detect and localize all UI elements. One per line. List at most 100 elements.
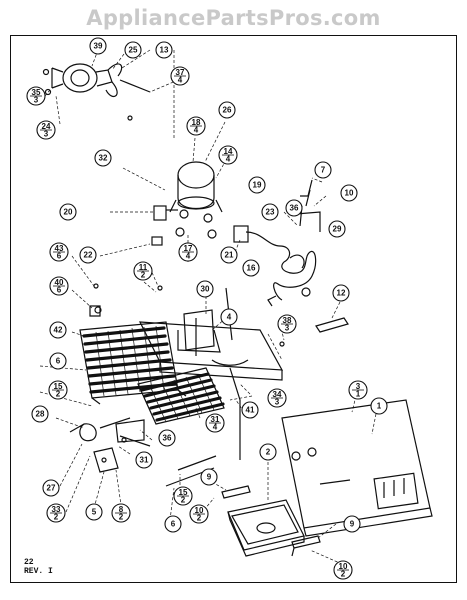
callout-quantity: 4	[226, 155, 231, 164]
page-number: 22	[24, 558, 34, 567]
callout-c29: 29	[328, 220, 346, 238]
callout-c43: 436	[49, 242, 69, 262]
callout-number: 6	[56, 357, 61, 366]
callout-c33: 332	[46, 503, 66, 523]
condenser-fan-motor	[42, 63, 151, 121]
callout-c36b: 36	[158, 429, 176, 447]
callout-circle	[259, 443, 277, 461]
callout-circle	[370, 397, 388, 415]
callout-number: 16	[247, 264, 256, 273]
callout-c23: 23	[261, 203, 279, 221]
callout-number: 15	[54, 382, 63, 391]
callout-circle	[135, 451, 153, 469]
callout-number: 35	[32, 88, 41, 97]
callout-c31b: 31	[135, 451, 153, 469]
callout-c22: 22	[79, 246, 97, 264]
callout-quantity: 3	[44, 130, 49, 139]
callout-c31a: 314	[205, 413, 225, 433]
callout-number: 28	[36, 410, 45, 419]
callout-number: 33	[52, 505, 61, 514]
callout-c10: 10	[340, 184, 358, 202]
compressor	[169, 161, 223, 239]
callout-number: 5	[92, 508, 97, 517]
callout-quantity: 4	[213, 423, 218, 432]
callout-number: 36	[163, 434, 172, 443]
callout-c24: 243	[36, 120, 56, 140]
callout-number: 30	[201, 285, 210, 294]
callout-c8: 82	[111, 503, 131, 523]
callout-c36: 36	[285, 199, 303, 217]
callout-number: 40	[55, 278, 64, 287]
callout-circle	[79, 246, 97, 264]
callout-quantity: 2	[54, 513, 59, 522]
callout-circle	[49, 352, 67, 370]
callout-c26: 26	[218, 101, 236, 119]
callout-c4: 4	[220, 308, 238, 326]
thermostat-bracket	[315, 317, 349, 333]
callout-number: 18	[192, 118, 201, 127]
callout-circle	[200, 468, 218, 486]
callout-c5: 5	[85, 503, 103, 521]
callout-circle	[220, 308, 238, 326]
watermark: AppliancePartsPros.com	[86, 6, 381, 30]
callout-quantity: 6	[57, 286, 62, 295]
callout-number: 29	[333, 225, 342, 234]
callout-c17: 174	[178, 242, 198, 262]
callout-number: 43	[55, 244, 64, 253]
callout-c37: 374	[170, 66, 190, 86]
callout-c9a: 9	[200, 468, 218, 486]
callout-c28: 28	[31, 405, 49, 423]
callout-c6a: 6	[49, 352, 67, 370]
callout-circle	[59, 203, 77, 221]
callout-circle	[89, 37, 107, 55]
callout-number: 10	[195, 506, 204, 515]
callout-number: 41	[246, 406, 255, 415]
callout-number: 13	[160, 46, 169, 55]
mounting-clips	[221, 485, 321, 557]
callout-c1: 1	[370, 397, 388, 415]
callout-quantity: 2	[141, 271, 146, 280]
evaporator-coil	[137, 367, 225, 425]
callout-circle	[220, 246, 238, 264]
callout-circle	[42, 479, 60, 497]
callout-c40: 406	[49, 276, 69, 296]
callout-number: 10	[339, 562, 348, 571]
callout-quantity: 3	[34, 96, 39, 105]
callout-number: 14	[224, 147, 233, 156]
callout-quantity: 3	[275, 398, 280, 407]
callout-c20: 20	[59, 203, 77, 221]
fan-bracket	[69, 417, 151, 473]
callout-c14: 144	[218, 145, 238, 165]
callout-quantity: 2	[181, 496, 186, 505]
callout-number: 32	[99, 154, 108, 163]
callout-c32: 32	[94, 149, 112, 167]
callout-quantity: 2	[341, 570, 346, 579]
callout-number: 39	[94, 42, 103, 51]
callout-c42: 42	[49, 321, 67, 339]
callout-number: 1	[377, 402, 382, 411]
callout-number: 42	[54, 326, 63, 335]
callout-c18: 184	[186, 116, 206, 136]
callout-c16: 16	[242, 259, 260, 277]
callout-number: 24	[42, 122, 51, 131]
callout-c30: 30	[196, 280, 214, 298]
page-note: 22 REV. I	[24, 558, 53, 576]
callout-circle	[285, 199, 303, 217]
callout-circle	[155, 41, 173, 59]
callout-number: 2	[266, 448, 271, 457]
callout-number: 37	[176, 68, 185, 77]
callout-c12: 12	[332, 284, 350, 302]
callout-number: 23	[266, 208, 275, 217]
base-frame	[138, 287, 284, 460]
condenser-coil	[79, 321, 187, 405]
callout-quantity: 2	[56, 390, 61, 399]
callout-c27: 27	[42, 479, 60, 497]
callout-c39: 39	[89, 37, 107, 55]
callout-circle	[328, 220, 346, 238]
callout-number: 6	[171, 520, 176, 529]
callout-number: 10	[345, 189, 354, 198]
callout-number: 26	[223, 106, 232, 115]
callout-c11: 112	[133, 261, 153, 281]
callout-number: 12	[337, 289, 346, 298]
